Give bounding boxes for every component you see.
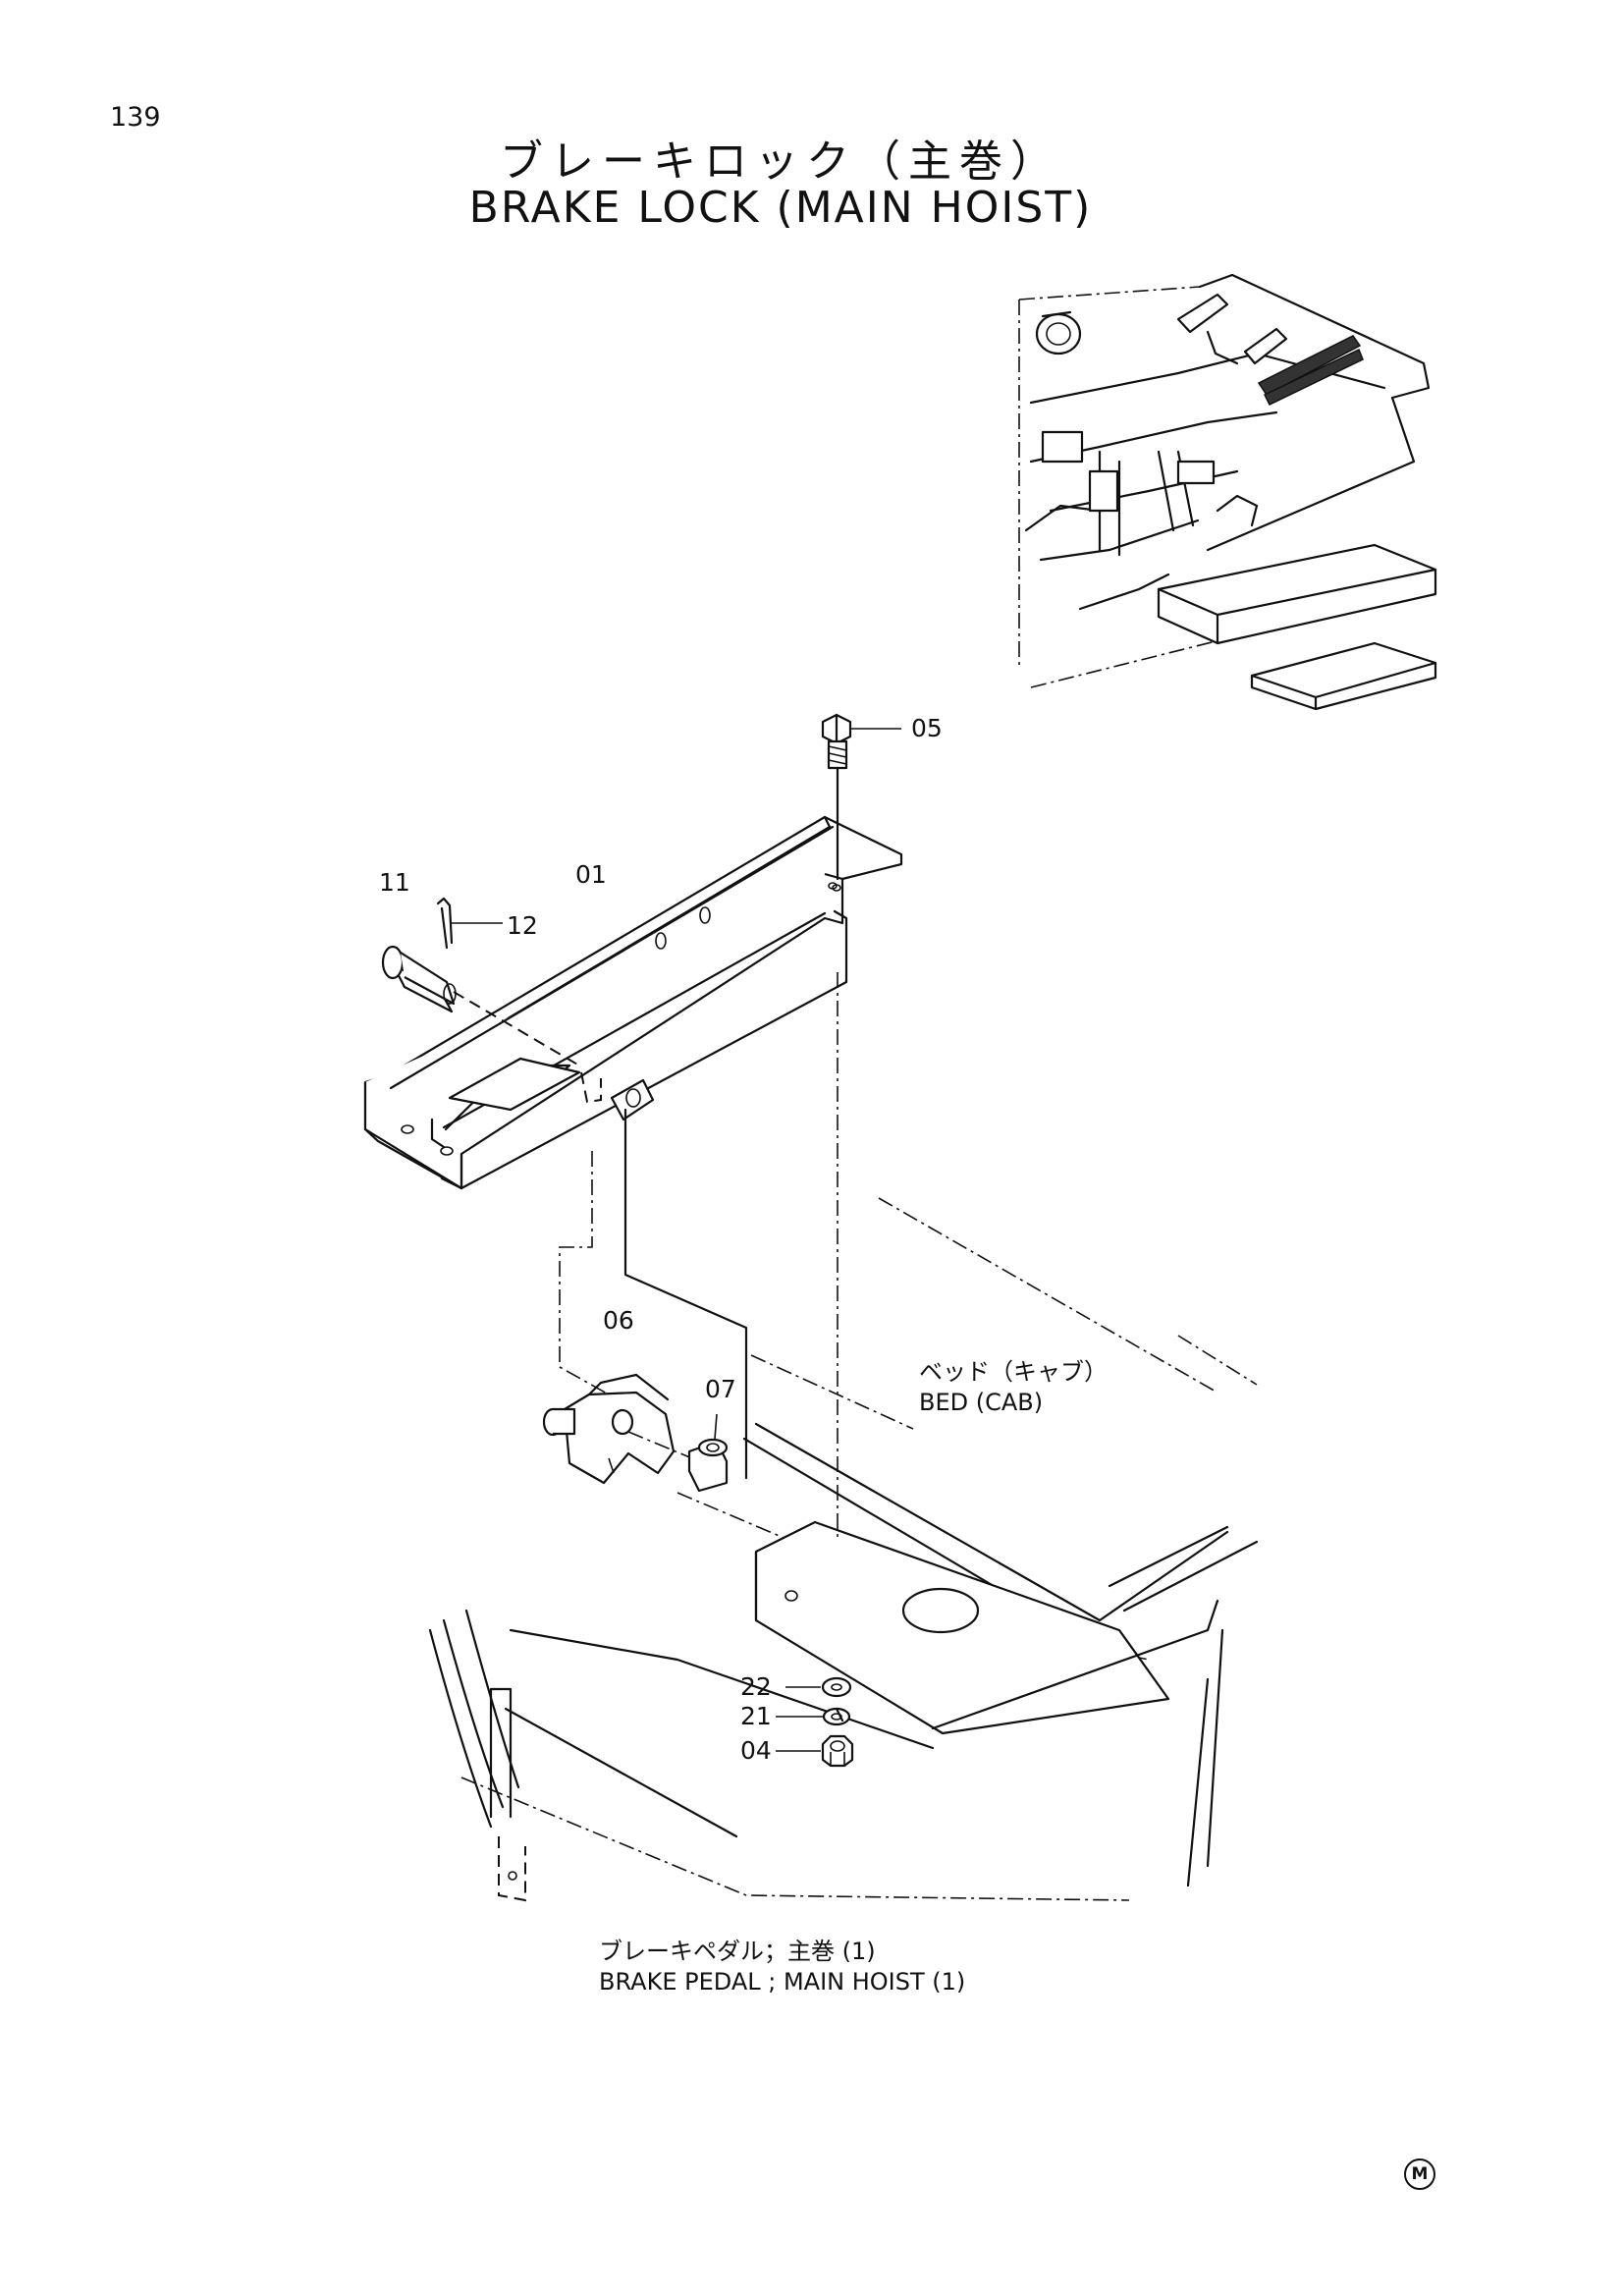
caption-bed-cab: ベッド（キャブ） BED (CAB) [919,1357,1108,1418]
caption-bed-jp: ベッド（キャブ） [919,1358,1108,1386]
manufacturer-mark: M [1404,2159,1435,2190]
lower-bracket-06 [542,1108,748,1485]
cotter-pin-12 [436,897,503,950]
channel-bracket-01 [363,815,903,1190]
caption-pedal-en: BRAKE PEDAL ; MAIN HOIST (1) [599,1968,966,1995]
caption-pedal-jp: ブレーキペダル；主巻 (1) [599,1938,876,1965]
part-label-04: 04 [740,1736,772,1765]
bolt-05 [821,713,901,1537]
caption-bed-en: BED (CAB) [919,1389,1044,1416]
caption-brake-pedal: ブレーキペダル；主巻 (1) BRAKE PEDAL ; MAIN HOIST … [599,1937,965,1997]
page-number: 139 [110,102,161,133]
bushing-07 [687,1413,729,1493]
title-english: BRAKE LOCK (MAIN HOIST) [468,183,1093,233]
bed-cab-structure [428,1197,1259,1902]
part-label-12: 12 [507,911,538,940]
washer-22 [785,1676,852,1698]
title-japanese: ブレーキロック（主巻） [500,137,1061,187]
pin-11 [381,945,580,1066]
part-label-06: 06 [603,1306,634,1335]
part-label-11: 11 [379,868,410,897]
part-label-21: 21 [740,1702,772,1730]
nut-04 [776,1734,854,1768]
spring-washer-21 [776,1707,851,1726]
part-label-01: 01 [575,860,607,889]
part-label-22: 22 [740,1672,772,1701]
cab-overview-inset [1018,273,1437,711]
part-label-05: 05 [911,714,943,742]
part-label-07: 07 [705,1375,736,1403]
